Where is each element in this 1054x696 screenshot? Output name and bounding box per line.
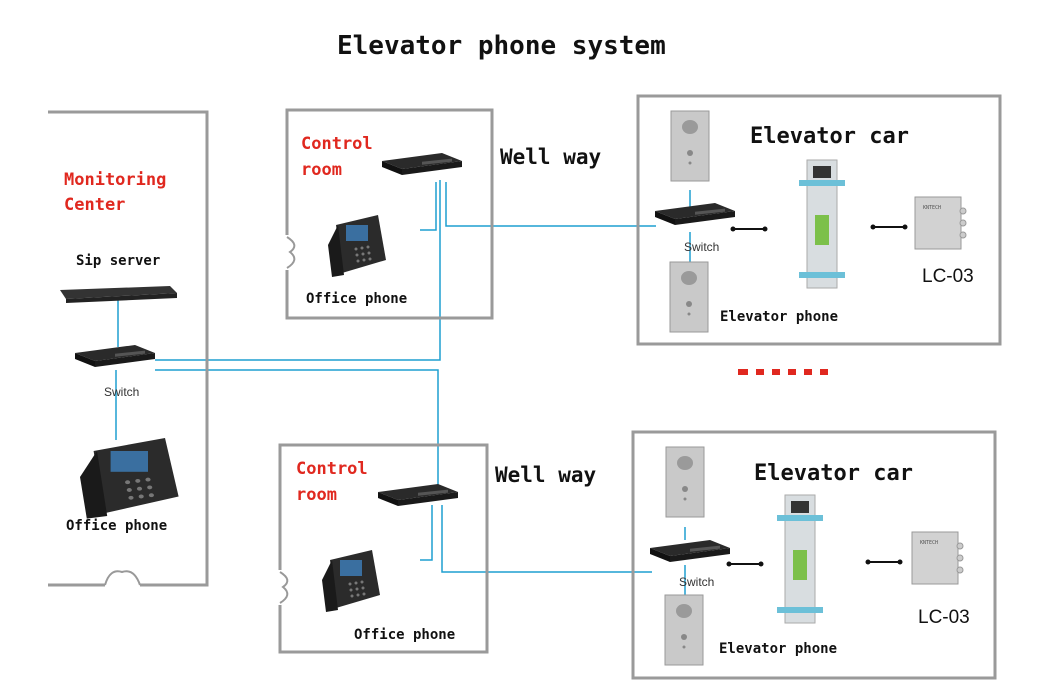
control-room-label: Control [296,459,368,479]
lc-03-controller-icon [911,531,964,585]
controller-label: LC-03 [922,266,974,287]
office-phone-label: Office phone [354,627,455,643]
monitoring-center: Monitoring Center Sip server Switch Offi… [48,110,209,587]
elevator-shaft-icon [798,159,846,289]
door-icon [286,236,296,269]
sip-server-label: Sip server [76,253,160,269]
elevator-car-2: Elevator car Switch Elevator phone LC-03 [631,430,997,680]
switch-label: Switch [684,240,719,254]
door-icon [104,570,141,586]
elevator-phone-icon [664,594,704,666]
lc-03-controller-icon [914,196,967,250]
controller-label: LC-03 [918,607,970,628]
more-elevators-dots [738,369,828,375]
diagram-title: Elevator phone system [337,31,666,61]
elevator-phone-label: Elevator phone [719,641,837,657]
monitoring-center-wall [48,110,209,587]
elevator-phone-label: Elevator phone [720,309,838,325]
sip-server-icon [60,286,177,303]
well-way-label: Well way [495,463,597,487]
elevator-car-title: Elevator car [754,461,913,486]
office-phone-icon [328,215,386,277]
network-wires [115,180,691,597]
switch-icon [378,484,458,506]
elevator-phone-icon [665,446,705,518]
office-phone-label: Office phone [306,291,407,307]
monitoring-center-label-2: Center [64,195,125,215]
elevator-phone-icon [669,261,709,333]
office-phone-icon [322,550,380,612]
switch-label: Switch [679,575,714,589]
door-icon [279,571,289,604]
control-room-2: Control room Office phone Well way [278,443,597,654]
elevator-shaft-icon [776,494,824,624]
elevator-phone-icon [670,110,710,182]
control-room-1: Control room Office phone Well way [285,108,602,320]
control-room-label-2: room [301,160,342,180]
connector-icon [729,225,769,233]
office-phone-label: Office phone [66,518,167,534]
elevator-car-1: Elevator car Switch Elevator phone LC-03 [636,94,1002,346]
office-phone-icon [80,438,179,519]
monitoring-center-label: Monitoring [64,170,166,190]
control-room-label-2: room [296,485,337,505]
well-way-label: Well way [500,145,602,169]
connector-icon [864,558,904,566]
switch-icon [75,345,155,367]
switch-label: Switch [104,385,139,399]
connector-icon [869,223,909,231]
switch-icon [382,153,462,175]
control-room-label: Control [301,134,373,154]
switch-icon [650,540,730,562]
switch-icon [655,203,735,225]
elevator-car-title: Elevator car [750,124,909,149]
connector-icon [725,560,765,568]
